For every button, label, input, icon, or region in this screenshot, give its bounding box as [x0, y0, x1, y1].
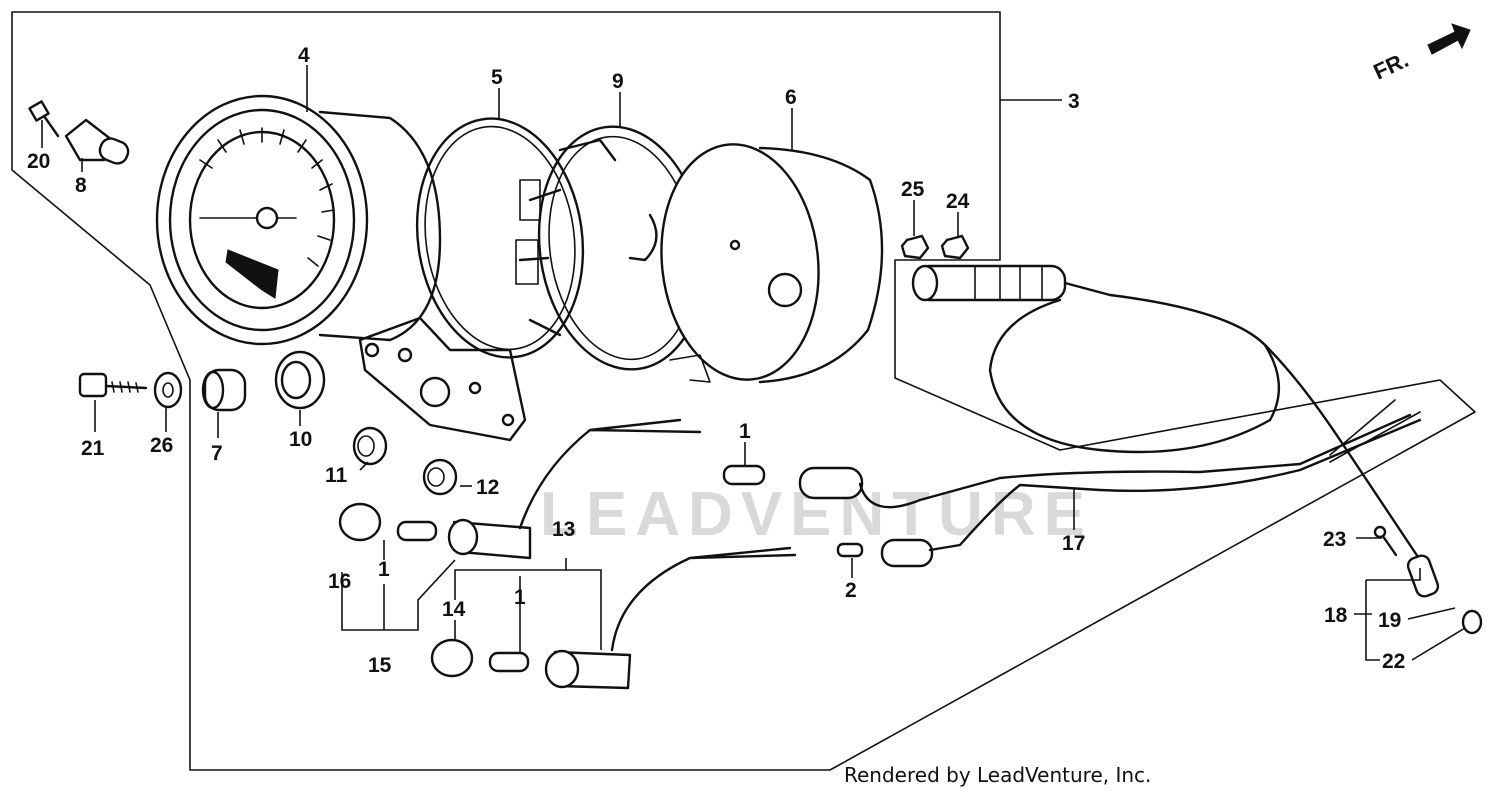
- callout-17: 17: [1062, 532, 1085, 555]
- callout-5: 5: [491, 66, 503, 89]
- callout-21: 21: [81, 437, 105, 460]
- callout-22: 22: [1382, 650, 1405, 673]
- speedometer-cable-part-3: [911, 264, 1440, 598]
- callout-19: 19: [1378, 609, 1401, 632]
- callout-2: 2: [845, 579, 857, 602]
- callout-14: 14: [442, 598, 466, 621]
- screw-part-20: [28, 100, 60, 138]
- washer-part-22: [1461, 609, 1483, 635]
- meter-stay-plate: [358, 316, 527, 442]
- callout-16: 16: [328, 570, 351, 593]
- callout-23: 23: [1323, 528, 1346, 551]
- credit-text: Rendered by LeadVenture, Inc.: [844, 763, 1151, 787]
- harness-part-17: [798, 399, 1422, 568]
- callout-7: 7: [211, 442, 223, 465]
- bolt-part-21: [78, 372, 148, 398]
- callout-11: 11: [325, 464, 348, 487]
- callout-1-top: 1: [739, 420, 751, 443]
- screw-part-23: [1373, 525, 1398, 557]
- clip-part-11: [352, 426, 388, 466]
- nut-part-24: [940, 234, 970, 260]
- clip-part-12: [422, 458, 458, 496]
- callout-18: 18: [1324, 604, 1348, 627]
- callout-24: 24: [946, 190, 970, 213]
- meter-cover: [660, 143, 884, 384]
- socket-part-13: [544, 546, 797, 690]
- callout-13: 13: [552, 518, 575, 541]
- callout-6: 6: [785, 86, 797, 109]
- assembly-boundary: [11, 11, 1476, 771]
- meter-tick-marks: [199, 127, 335, 267]
- callout-15: 15: [368, 654, 392, 677]
- nut-part-25: [900, 234, 930, 260]
- callout-10: 10: [289, 428, 312, 451]
- bulb-part-2: [836, 542, 864, 558]
- callout-8: 8: [75, 174, 87, 197]
- direction-label: FR.: [1370, 47, 1413, 85]
- callout-12: 12: [476, 476, 499, 499]
- cap-part-14: [430, 638, 474, 678]
- bulb-part-1-lower-left: [396, 520, 438, 542]
- callout-20: 20: [27, 150, 50, 173]
- front-direction-arrow: FR.: [1370, 23, 1471, 85]
- washer-part-26: [153, 371, 183, 409]
- callout-3: 3: [1068, 90, 1080, 113]
- callout-leaders: [41, 65, 1466, 661]
- knob-part-8: [64, 118, 130, 165]
- callout-9: 9: [612, 70, 624, 93]
- grommet-part-10: [274, 350, 326, 410]
- cap-part-16: [338, 502, 382, 542]
- bulb-part-1-top: [722, 464, 766, 486]
- meter-assembly: [155, 94, 442, 346]
- grommet-part-7: [201, 368, 247, 412]
- callout-25: 25: [901, 178, 925, 201]
- callout-1-bottom: 1: [514, 586, 526, 609]
- callout-1-left: 1: [378, 558, 390, 581]
- callout-labels: 4 5 9 6 3 20 8 21 26 7 10 11 12 1 2 17 2…: [27, 44, 1405, 677]
- bulb-part-1-bottom: [488, 651, 530, 673]
- callout-4: 4: [298, 44, 310, 67]
- ring-gasket: [415, 117, 585, 359]
- socket-part-15: [447, 418, 702, 560]
- callout-26: 26: [150, 434, 173, 457]
